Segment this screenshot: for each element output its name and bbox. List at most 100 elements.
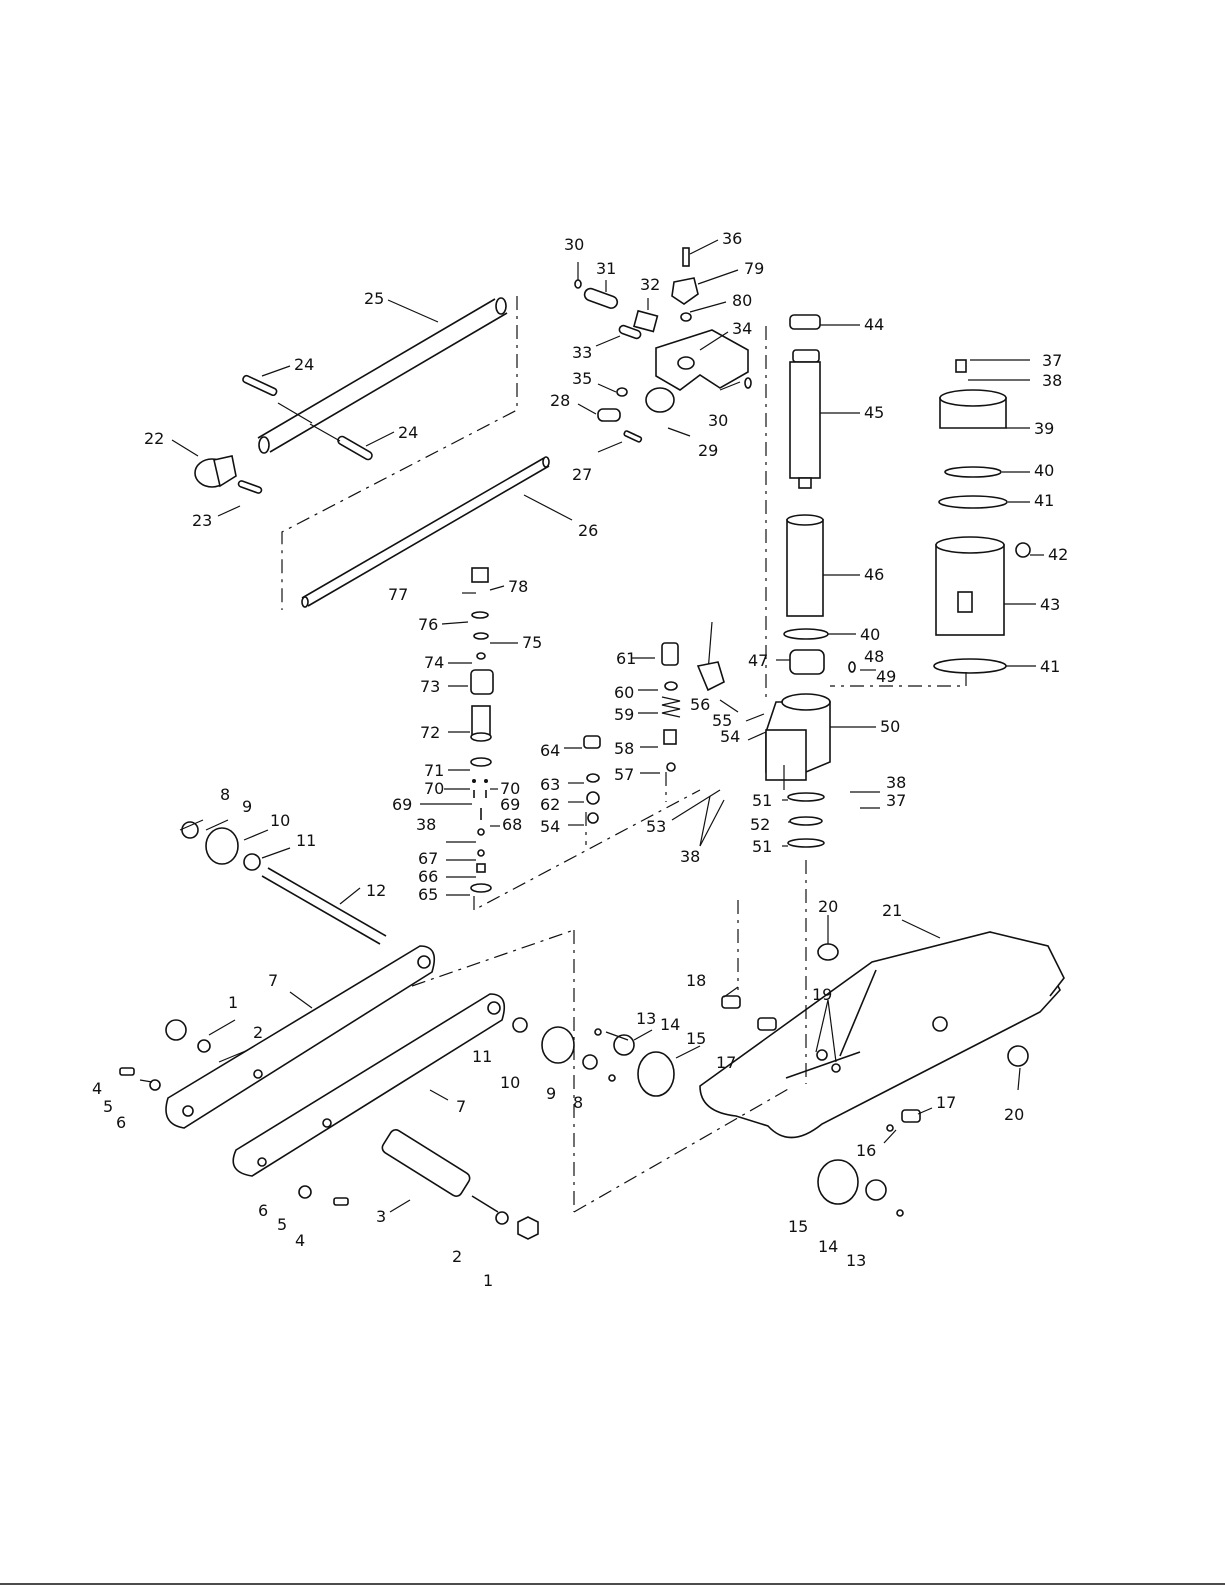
callout-72: 72: [420, 723, 440, 742]
callout-38: 38: [886, 773, 906, 792]
callout-6: 6: [116, 1113, 126, 1132]
callout-69: 69: [500, 795, 520, 814]
callout-6: 6: [258, 1201, 268, 1220]
callout-46: 46: [864, 565, 884, 584]
callout-24: 24: [294, 355, 314, 374]
callout-4: 4: [92, 1079, 102, 1098]
callout-74: 74: [424, 653, 444, 672]
callout-1: 1: [483, 1271, 493, 1290]
ram-assembly: [783, 314, 856, 848]
callout-77: 77: [388, 585, 408, 604]
callout-15: 15: [788, 1217, 808, 1236]
callout-37: 37: [886, 791, 906, 810]
callout-12: 12: [366, 881, 386, 900]
callout-65: 65: [418, 885, 438, 904]
callout-78: 78: [508, 577, 528, 596]
callout-27: 27: [572, 465, 592, 484]
callout-19: 19: [812, 985, 832, 1004]
callout-5: 5: [103, 1097, 113, 1116]
callout-40: 40: [1034, 461, 1054, 480]
callout-21: 21: [882, 901, 902, 920]
release-valve-stack: [583, 642, 681, 824]
callout-54: 54: [720, 727, 740, 746]
callout-9: 9: [546, 1084, 556, 1103]
callout-59: 59: [614, 705, 634, 724]
callout-14: 14: [818, 1237, 838, 1256]
callout-5: 5: [277, 1215, 287, 1234]
callout-2: 2: [452, 1247, 462, 1266]
callout-50: 50: [880, 717, 900, 736]
callout-11: 11: [296, 831, 316, 850]
callout-51: 51: [752, 837, 772, 856]
callout-16: 16: [856, 1141, 876, 1160]
callout-58: 58: [614, 739, 634, 758]
callout-4: 4: [295, 1231, 305, 1250]
callout-20: 20: [1004, 1105, 1024, 1124]
callout-13: 13: [636, 1009, 656, 1028]
callout-60: 60: [614, 683, 634, 702]
callout-10: 10: [270, 811, 290, 830]
callout-43: 43: [1040, 595, 1060, 614]
callout-14: 14: [660, 1015, 680, 1034]
lift-arm-lower: [232, 993, 506, 1177]
callout-55: 55: [712, 711, 732, 730]
callout-30: 30: [708, 411, 728, 430]
callout-41: 41: [1034, 491, 1054, 510]
handle-pins: [237, 374, 373, 494]
callout-66: 66: [418, 867, 438, 886]
callout-15: 15: [686, 1029, 706, 1048]
callout-49: 49: [876, 667, 896, 686]
callout-17: 17: [936, 1093, 956, 1112]
callout-39: 39: [1034, 419, 1054, 438]
callout-33: 33: [572, 343, 592, 362]
callout-70: 70: [424, 779, 444, 798]
callout-36: 36: [722, 229, 742, 248]
callout-7: 7: [456, 1097, 466, 1116]
callout-41: 41: [1040, 657, 1060, 676]
callout-79: 79: [744, 259, 764, 278]
callout-71: 71: [424, 761, 444, 780]
handle-socket-rod: [301, 456, 550, 608]
callout-38: 38: [1042, 371, 1062, 390]
callout-53: 53: [646, 817, 666, 836]
callout-1: 1: [228, 993, 238, 1012]
callout-38: 38: [416, 815, 436, 834]
callout-20: 20: [818, 897, 838, 916]
callout-73: 73: [420, 677, 440, 696]
callout-9: 9: [242, 797, 252, 816]
bushings-washers: [119, 821, 675, 1240]
callout-64: 64: [540, 741, 560, 760]
lift-arm-upper: [165, 945, 436, 1129]
callout-25: 25: [364, 289, 384, 308]
callout-13: 13: [846, 1251, 866, 1270]
alignment-lines: [281, 296, 967, 1213]
callout-75: 75: [522, 633, 542, 652]
callout-51: 51: [752, 791, 772, 810]
callout-70: 70: [500, 779, 520, 798]
axle-pins: [261, 867, 499, 1213]
callout-23: 23: [192, 511, 212, 530]
callout-69: 69: [392, 795, 412, 814]
callout-8: 8: [573, 1093, 583, 1112]
pump-piston-stack: [470, 567, 494, 893]
callout-32: 32: [640, 275, 660, 294]
callout-leaders: [139, 239, 1044, 1213]
callout-57: 57: [614, 765, 634, 784]
callout-34: 34: [732, 319, 752, 338]
callout-47: 47: [748, 651, 768, 670]
callout-10: 10: [500, 1073, 520, 1092]
callout-22: 22: [144, 429, 164, 448]
callout-7: 7: [268, 971, 278, 990]
callout-56: 56: [690, 695, 710, 714]
callout-26: 26: [578, 521, 598, 540]
callout-54: 54: [540, 817, 560, 836]
callout-42: 42: [1048, 545, 1068, 564]
callout-35: 35: [572, 369, 592, 388]
callout-80: 80: [732, 291, 752, 310]
callout-62: 62: [540, 795, 560, 814]
callout-61: 61: [616, 649, 636, 668]
handle-grip: [194, 455, 237, 488]
callout-38: 38: [680, 847, 700, 866]
callout-3: 3: [376, 1207, 386, 1226]
